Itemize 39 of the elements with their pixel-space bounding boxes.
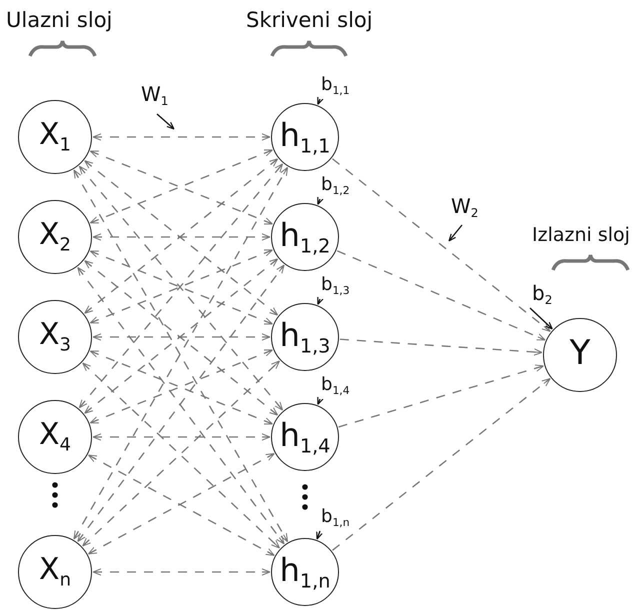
dashed-connection-arrow — [332, 378, 551, 551]
neuron-label: X$_{3}$ — [38, 320, 71, 350]
dashed-connection-arrow — [92, 568, 270, 576]
neuron-circle — [271, 203, 339, 271]
dashed-connection-arrow — [92, 433, 270, 441]
arrow — [530, 308, 553, 330]
neuron-label: X$_{2}$ — [38, 220, 71, 250]
dashed-connection-arrow — [336, 250, 546, 341]
dashed-connection-arrow — [92, 133, 270, 141]
layer-title: Skriveni sloj — [246, 8, 373, 32]
parameter-label: b$_{1,n}$ — [320, 508, 351, 529]
neuron-label: Y — [570, 336, 590, 370]
parameter-label: b$_{1,2}$ — [320, 176, 351, 197]
dashed-connection-arrow — [332, 158, 551, 332]
dashed-connection-arrow — [338, 364, 544, 428]
arrow — [316, 530, 323, 540]
neuron-circle — [271, 538, 339, 606]
arrow — [156, 114, 175, 130]
layer-title: Ulazni sloj — [6, 8, 112, 32]
parameter-label: b$_{1,3}$ — [320, 276, 351, 297]
parameter-label: W$_{2}$ — [450, 196, 480, 219]
neuron-label: X$_{1}$ — [38, 120, 71, 150]
neuron-label: X$_{4}$ — [38, 420, 71, 450]
arrow — [317, 296, 324, 305]
arrow — [317, 196, 324, 205]
parameter-label: b$_{2}$ — [531, 283, 554, 306]
parameter-label: b$_{1,1}$ — [320, 76, 351, 97]
arrow — [317, 96, 324, 105]
parameter-label: W$_{1}$ — [140, 84, 170, 107]
arrow — [448, 224, 462, 242]
neuron-label: X$_{n}$ — [39, 555, 71, 585]
neuron-circle — [271, 103, 339, 171]
parameter-label: b$_{1,4}$ — [320, 376, 351, 397]
layer-title: Izlazni sloj — [532, 224, 630, 246]
arrow — [317, 396, 324, 405]
dashed-connection-arrow — [92, 233, 270, 241]
dashed-connection-arrow — [340, 338, 543, 356]
dashed-connection-arrow — [92, 333, 270, 341]
neuron-circle — [271, 303, 339, 371]
